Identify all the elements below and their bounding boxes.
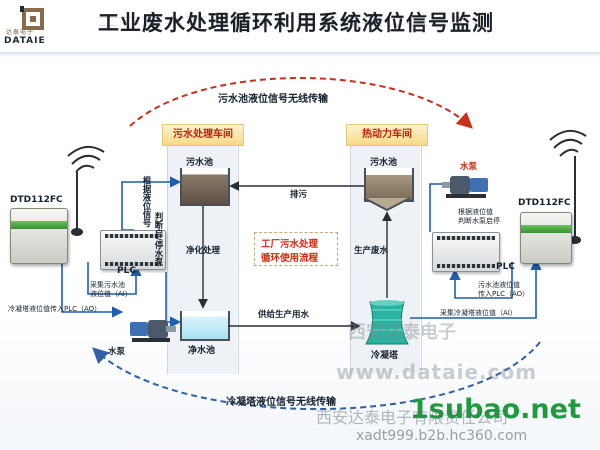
- right-judge-text-line2: 判断水泵启停: [458, 217, 500, 225]
- process-flow-title-line1: 工厂污水处理: [261, 239, 319, 250]
- top-wireless-label: 污水池液位信号无线传输: [218, 94, 328, 105]
- production-wastewater-label: 生产废水: [354, 246, 389, 256]
- right-pump-line: [429, 183, 445, 232]
- sewage-pool-tank: [180, 168, 230, 206]
- company-logo: [8, 6, 58, 50]
- sewage-workshop-title: 污水处理车间: [162, 124, 244, 146]
- left-judge-text-2: 判断启/停水泵: [153, 212, 163, 267]
- top-wireless-arrow: [129, 77, 473, 129]
- right-input-line: [449, 262, 513, 299]
- logo-brand-name: DATAIE: [4, 36, 46, 46]
- cooling-tower-icon: [365, 300, 409, 345]
- cooling-tower-label: 冷凝塔: [371, 351, 399, 361]
- right-antenna-icon: [569, 156, 581, 244]
- power-workshop-title: 热动力车间: [346, 124, 428, 146]
- supply-label: 供给生产用水: [258, 310, 310, 320]
- right-collect-note: 采集冷凝塔液位值（AI）: [440, 309, 517, 317]
- page-title: 工业废水处理循环利用系统液位信号监测: [98, 11, 494, 35]
- power-workshop-frame: [350, 136, 422, 374]
- watermark-site: 1subao.net: [410, 394, 581, 425]
- left-pump-label: 水泵: [108, 347, 126, 357]
- left-signal-wave-icon: [67, 145, 105, 173]
- watermark-company-full: 西安达泰电子有限责任公司: [316, 408, 509, 427]
- left-plc-label: PLC: [117, 266, 136, 276]
- right-plc-label: PLC: [496, 262, 515, 272]
- right-pump-icon: [442, 176, 488, 198]
- bottom-wireless-label: 冷凝塔液位信号无线传输: [226, 397, 336, 408]
- right-collect-line: [410, 258, 542, 319]
- left-output-line: [61, 262, 124, 318]
- right-input-text-line2: 传入PLC（AO）: [478, 290, 530, 298]
- left-antenna-icon: [71, 172, 83, 236]
- right-dtd112fc-module: [520, 212, 572, 264]
- left-judge-text-1: 根据液位信号: [141, 176, 151, 227]
- process-flow-box: [254, 232, 338, 266]
- right-plc-unit: [432, 232, 500, 272]
- left-ai-line: [87, 262, 142, 295]
- bottom-wireless-arrow: [92, 341, 541, 411]
- discharge-label: 排污: [290, 190, 308, 200]
- watermark-bottom-url: xadt999.b2b.hc360.com: [356, 428, 528, 444]
- left-dtd112fc-module: [10, 208, 68, 264]
- logo-subtitle: 达泰电子: [6, 29, 35, 36]
- left-device-name: DTD112FC: [10, 195, 63, 205]
- watermark-domain: www.dataie.com: [336, 360, 538, 384]
- right-signal-wave-icon: [549, 129, 587, 157]
- left-pump-icon: [130, 320, 176, 342]
- right-device-name: DTD112FC: [518, 198, 571, 208]
- process-flow-title-line2: 循环使用流程: [261, 253, 319, 264]
- right-judge-text-line1: 根据液位值: [458, 208, 493, 216]
- header-divider: [0, 52, 600, 57]
- right-pump-label: 水泵: [460, 162, 478, 172]
- left-collect-text-line1: 采集污水池: [90, 281, 125, 289]
- power-sewage-pool-label: 污水池: [370, 158, 398, 168]
- clean-pool-label: 净水池: [188, 346, 216, 356]
- watermark-company-short: 西安达泰电子: [348, 322, 456, 343]
- left-output-note: 冷凝塔液位值传入PLC（AO）: [8, 305, 102, 313]
- right-input-text-line1: 污水池液位值: [478, 281, 520, 289]
- left-plc-unit: [100, 230, 166, 270]
- sewage-workshop-frame: [167, 136, 239, 374]
- sewage-pool-label: 污水池: [186, 158, 214, 168]
- logo-mark-icon: [20, 6, 44, 30]
- power-tank-funnel: [363, 198, 411, 212]
- left-collect-text-line2: 液位值（AI）: [90, 290, 132, 298]
